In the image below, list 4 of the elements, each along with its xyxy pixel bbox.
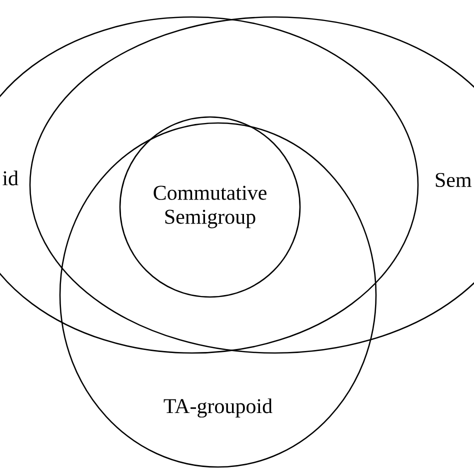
set-label: Sem (436, 172, 472, 188)
set-label: TA-groupoid (164, 398, 272, 418)
set-label: Commutative Semigroup (154, 186, 266, 228)
set-label: id (2, 170, 18, 186)
